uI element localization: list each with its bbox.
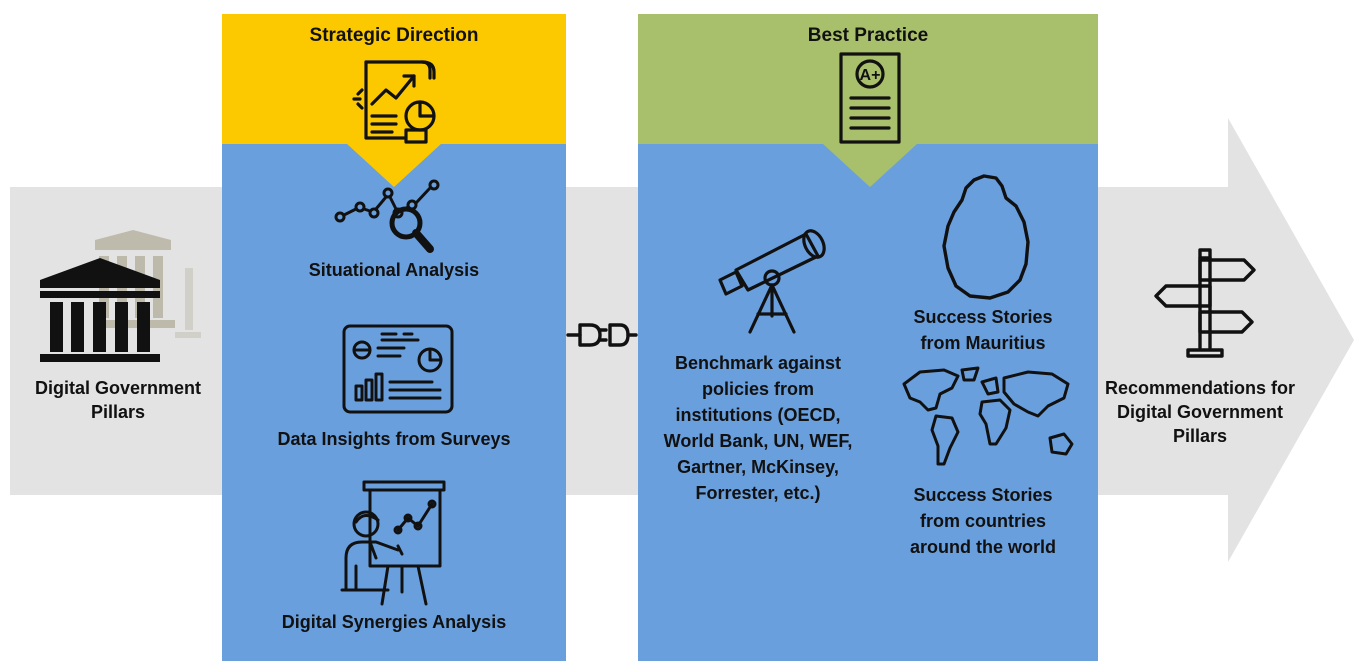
signpost-icon bbox=[1148, 248, 1262, 358]
strategic-header: Strategic Direction bbox=[222, 14, 566, 144]
svg-text:A+: A+ bbox=[860, 67, 881, 84]
government-building-icon bbox=[35, 228, 205, 366]
dashboard-icon bbox=[342, 324, 454, 416]
right-node-label: Recommendations for Digital Government P… bbox=[1104, 378, 1296, 446]
best-practice-header: Best Practice bbox=[638, 14, 1098, 144]
plug-connector-icon bbox=[566, 318, 638, 352]
mauritius-map-icon bbox=[940, 172, 1032, 302]
story-label-world: Success Stories from countries around th… bbox=[910, 485, 1056, 557]
best-practice-title: Best Practice bbox=[807, 25, 929, 46]
analysis-chart-icon bbox=[334, 179, 446, 259]
grade-a-plus-document-icon: A+ bbox=[835, 50, 905, 148]
presenter-icon bbox=[340, 480, 450, 608]
world-map-icon bbox=[900, 364, 1078, 470]
story-label-mauritius: Success Stories from Mauritius bbox=[913, 307, 1053, 353]
strategy-report-icon bbox=[352, 52, 448, 152]
benchmark-label: Benchmark against policies from institut… bbox=[663, 353, 853, 503]
telescope-icon bbox=[714, 214, 832, 336]
strategic-item-label-3: Digital Synergies Analysis bbox=[281, 612, 507, 632]
strategic-header-pointer bbox=[346, 143, 442, 187]
best-practice-header-pointer bbox=[822, 143, 918, 187]
strategic-item-label-2: Data Insights from Surveys bbox=[277, 429, 511, 449]
strategic-panel: Strategic Direction bbox=[222, 14, 566, 661]
strategic-title: Strategic Direction bbox=[309, 25, 479, 46]
left-node-label: Digital Government Pillars bbox=[34, 378, 202, 422]
strategic-item-label-1: Situational Analysis bbox=[308, 260, 480, 280]
best-practice-panel: Best Practice A+ Benchmark aga bbox=[638, 14, 1098, 661]
